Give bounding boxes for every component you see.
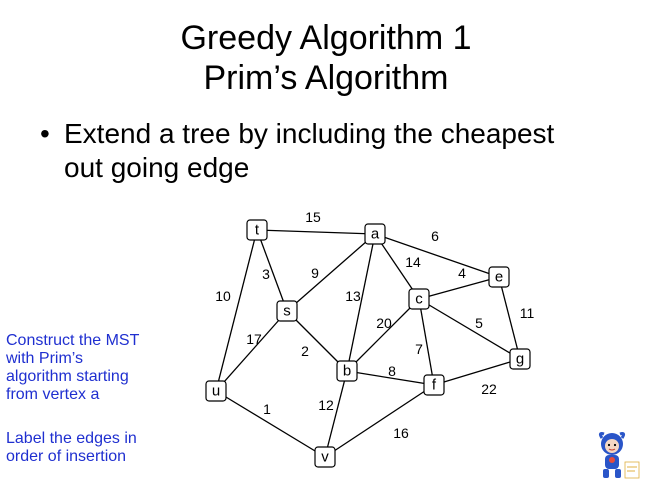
- title-line-2: Prim’s Algorithm: [203, 59, 449, 97]
- node-label-a: a: [371, 226, 380, 243]
- node-label-f: f: [432, 377, 437, 394]
- title-line-1: Greedy Algorithm 1: [180, 19, 472, 57]
- edge-layer: [215, 229, 521, 458]
- edge-weight-c-e: 4: [458, 265, 466, 281]
- node-e: e: [488, 266, 510, 288]
- node-label-t: t: [255, 222, 260, 239]
- edge-weight-c-g: 5: [475, 315, 483, 331]
- node-c: c: [408, 288, 430, 310]
- node-g: g: [509, 348, 531, 370]
- node-t: t: [246, 219, 268, 241]
- edge-weight-u-v: 1: [263, 401, 271, 417]
- construct-note-line-3: algorithm starting: [6, 368, 129, 385]
- edge-t-a: [256, 229, 376, 235]
- node-f: f: [423, 374, 445, 396]
- edge-weight-t-u: 10: [215, 288, 231, 304]
- edge-s-a: [286, 233, 376, 312]
- bullet-line-1: Extend a tree by including the cheapest: [64, 118, 555, 149]
- edge-s-u: [215, 310, 288, 392]
- node-box-c: [408, 288, 430, 310]
- edge-weight-b-c: 20: [376, 315, 392, 331]
- construct-note-line-4: from vertex a: [6, 386, 100, 403]
- label-note-line-2: order of insertion: [6, 448, 127, 465]
- node-layer: t a e c s b g f u v: [205, 219, 531, 468]
- edge-weight-e-g: 11: [520, 305, 535, 321]
- bullet-point: • Extend a tree by including the cheapes…: [40, 117, 620, 185]
- edge-c-f: [418, 298, 435, 386]
- node-box-u: [205, 380, 227, 402]
- edge-weight-b-f: 8: [388, 363, 396, 379]
- node-label-b: b: [343, 363, 351, 380]
- label-note-line-1: Label the edges in: [6, 430, 137, 447]
- bullet-icon: •: [40, 118, 50, 149]
- edge-b-v: [324, 370, 348, 458]
- label-edges-note: Label the edges in order of insertion: [6, 430, 181, 466]
- edge-weight-c-f: 7: [415, 341, 423, 357]
- edge-e-g: [498, 276, 521, 360]
- edge-weight-a-b: 13: [345, 288, 361, 304]
- bullet-text: Extend a tree by including the cheapest …: [64, 117, 620, 185]
- edge-a-c: [374, 233, 420, 300]
- edge-weight-s-b: 2: [301, 343, 309, 359]
- edge-weight-t-s: 3: [262, 266, 270, 282]
- edge-u-v: [215, 390, 326, 458]
- edge-c-e: [418, 276, 500, 300]
- weight-layer: 15 6 3 9 14 4 10 13 11 20 5 17 2 7 8 22 1 12 16: [215, 209, 534, 441]
- node-b: b: [336, 360, 358, 382]
- construct-note-line-2: with Prim’s: [6, 350, 84, 367]
- edge-c-g: [418, 298, 521, 360]
- node-u: u: [205, 380, 227, 402]
- beibei-mascot-icon: [598, 432, 640, 479]
- node-label-c: c: [415, 291, 423, 308]
- edge-weight-a-c: 14: [405, 254, 421, 270]
- node-label-v: v: [321, 449, 329, 466]
- node-box-e: [488, 266, 510, 288]
- node-label-u: u: [212, 383, 220, 400]
- node-box-a: [364, 223, 386, 245]
- node-s: s: [276, 300, 298, 322]
- node-box-t: [246, 219, 268, 241]
- slide-title: Greedy Algorithm 1 Prim’s Algorithm: [0, 18, 652, 98]
- node-a: a: [364, 223, 386, 245]
- edge-a-e: [374, 233, 500, 278]
- node-box-v: [314, 446, 336, 468]
- node-box-s: [276, 300, 298, 322]
- edge-weight-a-e: 6: [431, 228, 439, 244]
- node-label-e: e: [495, 269, 503, 286]
- edge-b-c: [346, 298, 420, 372]
- edge-weight-b-v: 12: [318, 397, 334, 413]
- edge-weight-s-u: 17: [246, 331, 262, 347]
- bullet-line-2: out going edge: [64, 152, 250, 183]
- edge-weight-f-g: 22: [481, 381, 497, 397]
- node-v: v: [314, 446, 336, 468]
- construct-note-line-1: Construct the MST: [6, 332, 140, 349]
- edge-weight-t-a: 15: [305, 209, 321, 225]
- edge-v-f: [324, 384, 435, 458]
- edge-t-u: [215, 229, 258, 392]
- node-box-g: [509, 348, 531, 370]
- edge-weight-s-a: 9: [311, 265, 319, 281]
- edge-s-b: [286, 310, 348, 372]
- construct-mst-note: Construct the MST with Prim’s algorithm …: [6, 332, 181, 404]
- node-box-b: [336, 360, 358, 382]
- edge-b-f: [346, 370, 435, 386]
- edge-weight-v-f: 16: [393, 425, 409, 441]
- node-box-f: [423, 374, 445, 396]
- edge-a-b: [346, 233, 376, 372]
- node-label-g: g: [516, 351, 524, 368]
- edge-f-g: [433, 358, 521, 386]
- edge-t-s: [256, 229, 288, 312]
- node-label-s: s: [283, 303, 291, 320]
